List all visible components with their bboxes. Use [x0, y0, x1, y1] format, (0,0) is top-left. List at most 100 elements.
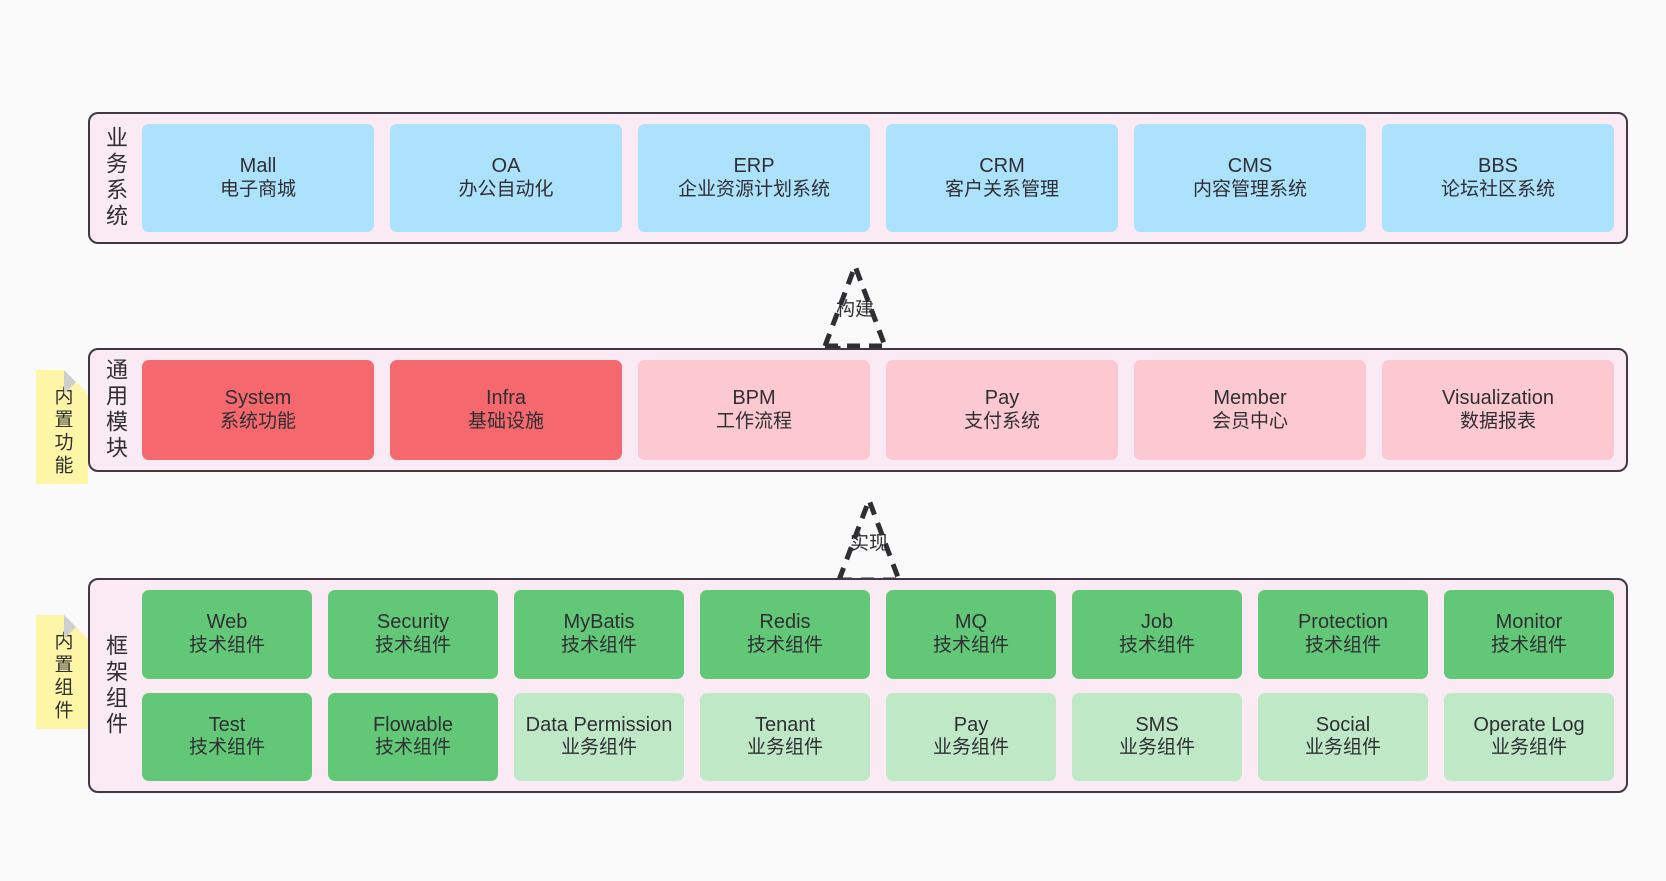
- layer-business-systems: 业务系统 Mall 电子商城 OA 办公自动化 ERP 企业资源计划系统 CRM…: [88, 112, 1628, 244]
- card-title: Infra: [485, 387, 527, 409]
- card-subtitle: 业务组件: [746, 737, 823, 759]
- card-subtitle: 业务组件: [932, 737, 1009, 759]
- card-subtitle: 技术组件: [1118, 634, 1195, 656]
- card-erp[interactable]: ERP 企业资源计划系统: [638, 124, 870, 232]
- card-pay-business[interactable]: Pay 业务组件: [886, 692, 1056, 781]
- layer-common-modules: 通用模块 System 系统功能 Infra 基础设施 BPM 工作流程 Pay…: [88, 348, 1628, 472]
- card-subtitle: 系统功能: [219, 410, 296, 432]
- card-subtitle: 技术组件: [374, 634, 451, 656]
- card-title: MyBatis: [563, 611, 635, 634]
- card-row: Mall 电子商城 OA 办公自动化 ERP 企业资源计划系统 CRM 客户关系…: [142, 124, 1614, 232]
- card-subtitle: 办公自动化: [458, 178, 554, 200]
- card-test[interactable]: Test 技术组件: [142, 692, 312, 781]
- layer-framework-components: 框架组件 Web 技术组件 Security 技术组件 MyBatis 技术组件…: [88, 578, 1628, 793]
- card-protection[interactable]: Protection 技术组件: [1258, 590, 1428, 679]
- card-title: ERP: [733, 155, 775, 177]
- card-title: MQ: [954, 611, 988, 634]
- card-visualization[interactable]: Visualization 数据报表: [1382, 360, 1614, 460]
- card-job[interactable]: Job 技术组件: [1072, 590, 1242, 679]
- card-flowable[interactable]: Flowable 技术组件: [328, 692, 498, 781]
- card-cms[interactable]: CMS 内容管理系统: [1134, 124, 1366, 232]
- card-subtitle: 技术组件: [932, 634, 1009, 656]
- card-subtitle: 业务组件: [560, 737, 637, 759]
- card-redis[interactable]: Redis 技术组件: [700, 590, 870, 679]
- card-oa[interactable]: OA 办公自动化: [390, 124, 622, 232]
- card-operate-log[interactable]: Operate Log 业务组件: [1444, 692, 1614, 781]
- card-member[interactable]: Member 会员中心: [1134, 360, 1366, 460]
- card-monitor[interactable]: Monitor 技术组件: [1444, 590, 1614, 679]
- card-title: Social: [1315, 713, 1371, 736]
- card-bbs[interactable]: BBS 论坛社区系统: [1382, 124, 1614, 232]
- card-subtitle: 支付系统: [963, 410, 1040, 432]
- card-security[interactable]: Security 技术组件: [328, 590, 498, 679]
- card-title: Protection: [1297, 611, 1389, 634]
- card-title: Mall: [239, 155, 277, 177]
- card-title: Tenant: [754, 713, 816, 736]
- layer-title-framework-components: 框架组件: [103, 633, 128, 738]
- card-mq[interactable]: MQ 技术组件: [886, 590, 1056, 679]
- card-social[interactable]: Social 业务组件: [1258, 692, 1428, 781]
- card-web[interactable]: Web 技术组件: [142, 590, 312, 679]
- card-title: Member: [1213, 387, 1287, 409]
- card-title: BPM: [732, 387, 776, 409]
- card-title: CMS: [1227, 155, 1273, 177]
- card-title: Job: [1140, 611, 1174, 634]
- card-title: Redis: [759, 611, 811, 634]
- card-subtitle: 业务组件: [1304, 737, 1381, 759]
- card-subtitle: 业务组件: [1490, 737, 1567, 759]
- card-row: System 系统功能 Infra 基础设施 BPM 工作流程 Pay 支付系统…: [142, 360, 1614, 460]
- layer-body-business-systems: Mall 电子商城 OA 办公自动化 ERP 企业资源计划系统 CRM 客户关系…: [132, 124, 1614, 232]
- note-builtin-features: 内置功能: [36, 370, 88, 484]
- layer-title-business-systems: 业务系统: [103, 126, 128, 230]
- card-title: Pay: [984, 387, 1020, 409]
- connector-label-build: 构建: [835, 299, 874, 320]
- card-title: Web: [206, 611, 248, 634]
- card-title: CRM: [979, 155, 1025, 177]
- card-title: Test: [208, 713, 246, 736]
- card-crm[interactable]: CRM 客户关系管理: [886, 124, 1118, 232]
- layer-body-common-modules: System 系统功能 Infra 基础设施 BPM 工作流程 Pay 支付系统…: [132, 360, 1614, 460]
- card-bpm[interactable]: BPM 工作流程: [638, 360, 870, 460]
- connector-build: 构建: [760, 256, 950, 361]
- card-mall[interactable]: Mall 电子商城: [142, 124, 374, 232]
- card-title: Flowable: [372, 713, 454, 736]
- card-subtitle: 数据报表: [1459, 410, 1536, 432]
- card-data-permission[interactable]: Data Permission 业务组件: [514, 692, 684, 781]
- card-title: OA: [491, 155, 521, 177]
- card-subtitle: 技术组件: [188, 737, 265, 759]
- card-row-tech: Web 技术组件 Security 技术组件 MyBatis 技术组件 Redi…: [142, 590, 1614, 679]
- card-pay[interactable]: Pay 支付系统: [886, 360, 1118, 460]
- layer-body-framework-components: Web 技术组件 Security 技术组件 MyBatis 技术组件 Redi…: [132, 590, 1614, 781]
- card-title: System: [224, 387, 292, 409]
- card-subtitle: 客户关系管理: [944, 178, 1059, 200]
- card-title: Monitor: [1495, 611, 1563, 634]
- card-subtitle: 论坛社区系统: [1440, 178, 1555, 200]
- card-title: BBS: [1477, 155, 1519, 177]
- card-title: Pay: [953, 713, 989, 736]
- card-subtitle: 工作流程: [715, 410, 792, 432]
- card-sms[interactable]: SMS 业务组件: [1072, 692, 1242, 781]
- card-mybatis[interactable]: MyBatis 技术组件: [514, 590, 684, 679]
- card-title: SMS: [1135, 713, 1179, 736]
- layer-title-common-modules: 通用模块: [103, 358, 128, 462]
- card-subtitle: 技术组件: [560, 634, 637, 656]
- card-title: Security: [376, 611, 450, 634]
- card-subtitle: 电子商城: [219, 178, 296, 200]
- card-subtitle: 技术组件: [374, 737, 451, 759]
- card-subtitle: 会员中心: [1211, 410, 1288, 432]
- card-subtitle: 内容管理系统: [1192, 178, 1307, 200]
- card-subtitle: 技术组件: [188, 634, 265, 656]
- card-infra[interactable]: Infra 基础设施: [390, 360, 622, 460]
- card-tenant[interactable]: Tenant 业务组件: [700, 692, 870, 781]
- card-system[interactable]: System 系统功能: [142, 360, 374, 460]
- card-title: Operate Log: [1473, 713, 1585, 736]
- note-text: 内置组件: [51, 631, 73, 723]
- card-title: Data Permission: [525, 713, 673, 736]
- note-builtin-components: 内置组件: [36, 615, 88, 729]
- card-subtitle: 企业资源计划系统: [677, 178, 830, 200]
- card-subtitle: 技术组件: [1490, 634, 1567, 656]
- note-text: 内置功能: [51, 386, 73, 478]
- card-subtitle: 技术组件: [746, 634, 823, 656]
- card-subtitle: 基础设施: [467, 410, 544, 432]
